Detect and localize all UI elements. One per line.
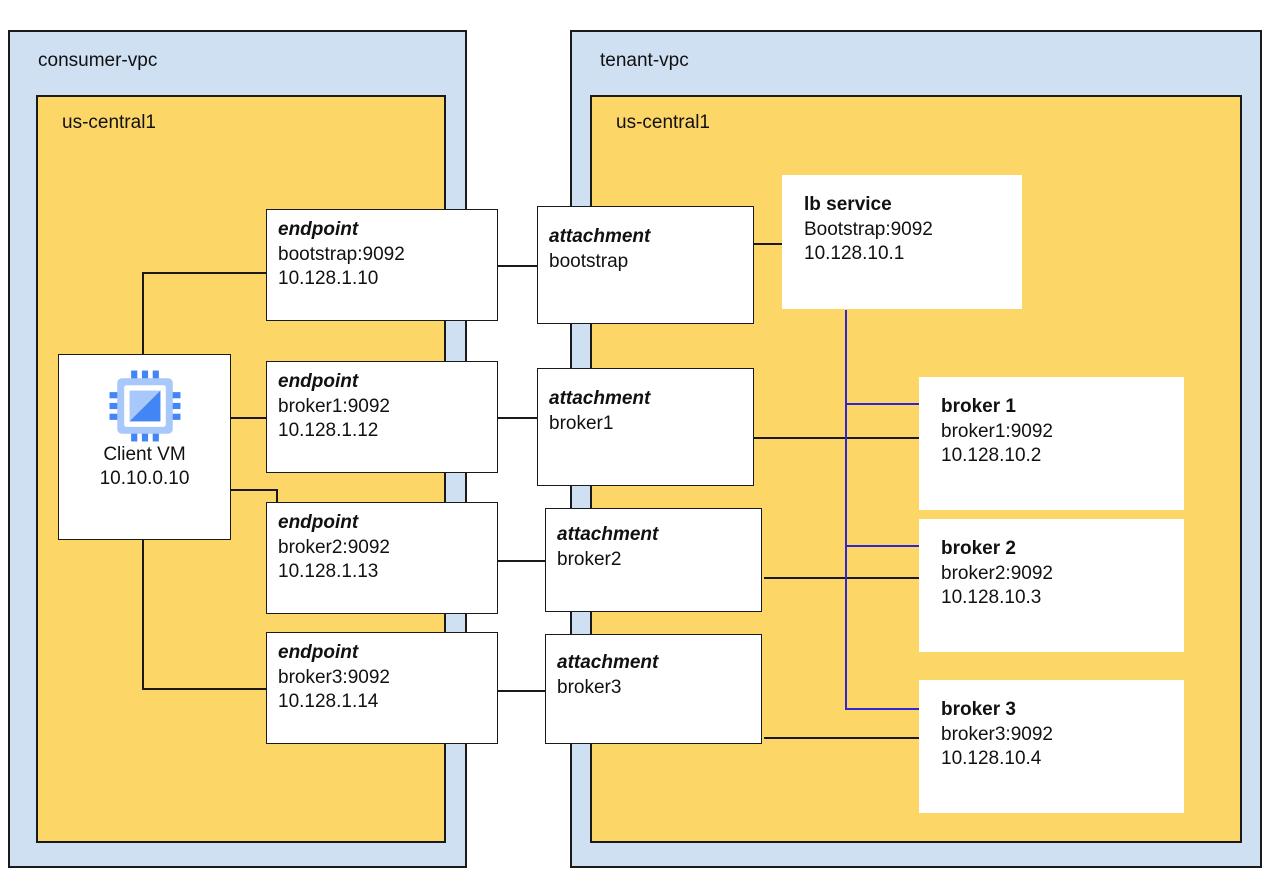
endpoint-broker1-ip: 10.128.1.12 [278, 420, 379, 442]
endpoint-broker1-kind: endpoint [278, 371, 359, 392]
endpoint-broker2-node[interactable]: endpoint broker2:9092 10.128.1.13 [266, 502, 498, 614]
connector-lb-broker3 [845, 708, 919, 710]
attachment-broker2-kind: attachment [557, 524, 659, 545]
connector-vm-broker2-stub [231, 489, 277, 491]
connector-attachment-lb-service [754, 243, 783, 245]
lb-service-ip: 10.128.10.1 [804, 243, 905, 265]
connector-vm-broker3-vertical [142, 540, 144, 689]
attachment-bootstrap-name: bootstrap [549, 250, 629, 272]
endpoint-bootstrap-host: bootstrap:9092 [278, 243, 405, 265]
endpoint-broker1-host: broker1:9092 [278, 395, 390, 417]
attachment-bootstrap-kind: attachment [549, 226, 651, 247]
endpoint-broker3-kind: endpoint [278, 642, 359, 663]
connector-vm-broker1 [231, 417, 266, 419]
attachment-bootstrap-node[interactable]: attachment bootstrap [537, 206, 754, 324]
endpoint-broker3-ip: 10.128.1.14 [278, 691, 379, 713]
broker-2-node[interactable]: broker 2 broker2:9092 10.128.10.3 [919, 519, 1184, 652]
connector-vm-bootstrap-vertical [142, 272, 144, 355]
endpoint-broker1-node[interactable]: endpoint broker1:9092 10.128.1.12 [266, 361, 498, 473]
connector-vm-broker3-horizontal [142, 688, 266, 690]
endpoint-broker3-node[interactable]: endpoint broker3:9092 10.128.1.14 [266, 632, 498, 744]
endpoint-broker2-kind: endpoint [278, 512, 359, 533]
client-vm-name: Client VM [103, 444, 186, 465]
endpoint-broker2-ip: 10.128.1.13 [278, 561, 379, 583]
connector-endpoint-attachment-broker1 [498, 417, 538, 419]
attachment-broker3-node[interactable]: attachment broker3 [545, 634, 762, 744]
lb-service-host: Bootstrap:9092 [804, 218, 933, 240]
connector-lb-broker1 [845, 403, 919, 405]
broker-1-ip: 10.128.10.2 [941, 445, 1042, 467]
lb-service-node[interactable]: lb service Bootstrap:9092 10.128.10.1 [782, 175, 1022, 309]
endpoint-bootstrap-node[interactable]: endpoint bootstrap:9092 10.128.1.10 [266, 209, 498, 321]
broker-1-host: broker1:9092 [941, 420, 1053, 442]
connector-attachment-broker3 [764, 737, 919, 739]
consumer-region-label: us-central1 [62, 112, 156, 133]
attachment-broker3-kind: attachment [557, 652, 659, 673]
connector-lb-broker2 [845, 545, 919, 547]
broker-2-ip: 10.128.10.3 [941, 587, 1042, 609]
attachment-broker2-node[interactable]: attachment broker2 [545, 508, 762, 612]
endpoint-broker3-host: broker3:9092 [278, 666, 390, 688]
broker-1-node[interactable]: broker 1 broker1:9092 10.128.10.2 [919, 377, 1184, 510]
attachment-broker1-name: broker1 [549, 412, 614, 434]
lb-service-title: lb service [804, 194, 892, 215]
tenant-vpc-label: tenant-vpc [600, 50, 689, 71]
client-vm-node[interactable]: Client VM 10.10.0.10 [58, 354, 231, 540]
broker-2-host: broker2:9092 [941, 562, 1053, 584]
connector-attachment-broker1 [754, 437, 919, 439]
broker-2-title: broker 2 [941, 538, 1016, 559]
connector-lb-bus-vertical [845, 310, 847, 709]
connector-endpoint-attachment-bootstrap [498, 265, 538, 267]
broker-3-title: broker 3 [941, 699, 1016, 720]
attachment-broker1-kind: attachment [549, 388, 651, 409]
attachment-broker2-name: broker2 [557, 548, 622, 570]
broker-3-host: broker3:9092 [941, 723, 1053, 745]
endpoint-bootstrap-kind: endpoint [278, 219, 359, 240]
connector-endpoint-attachment-broker3 [498, 690, 545, 692]
tenant-region-label: us-central1 [616, 112, 710, 133]
broker-1-title: broker 1 [941, 396, 1016, 417]
consumer-vpc-label: consumer-vpc [38, 50, 158, 71]
attachment-broker1-node[interactable]: attachment broker1 [537, 368, 754, 486]
broker-3-ip: 10.128.10.4 [941, 748, 1042, 770]
connector-endpoint-attachment-broker2 [498, 560, 545, 562]
connector-attachment-broker2 [764, 577, 919, 579]
broker-3-node[interactable]: broker 3 broker3:9092 10.128.10.4 [919, 680, 1184, 813]
cpu-chip-icon [108, 369, 182, 443]
attachment-broker3-name: broker3 [557, 676, 622, 698]
endpoint-broker2-host: broker2:9092 [278, 536, 390, 558]
endpoint-bootstrap-ip: 10.128.1.10 [278, 268, 379, 290]
client-vm-ip: 10.10.0.10 [99, 467, 190, 489]
connector-vm-bootstrap-horizontal [142, 272, 266, 274]
